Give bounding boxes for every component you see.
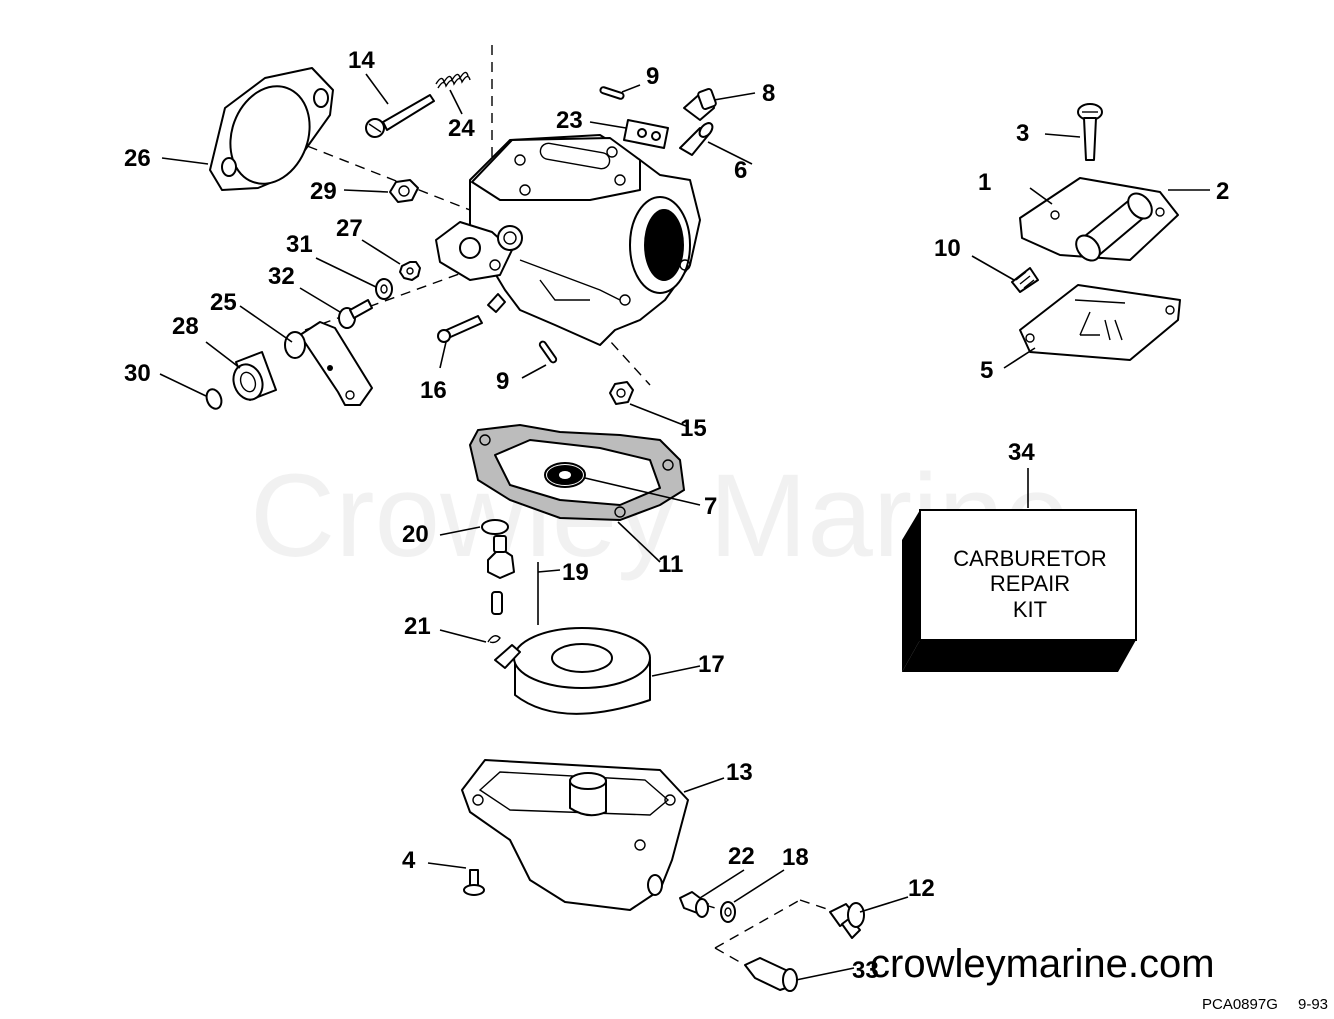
callout-16: 16 [420, 377, 447, 404]
bowl-screw-part [463, 869, 485, 896]
washer-part [375, 278, 393, 300]
callout-13: 13 [726, 759, 753, 786]
callout-29: 29 [310, 178, 337, 205]
callout-2: 2 [1216, 178, 1229, 205]
spring-part [435, 71, 471, 89]
pin-lower-part [538, 340, 558, 364]
callout-9-top: 9 [646, 63, 659, 90]
body-screw-part [437, 315, 483, 343]
seat-gasket-part [481, 519, 509, 535]
kit-label-line-1: CARBURETOR [953, 546, 1107, 571]
website-text: crowleymarine.com [870, 942, 1215, 986]
callout-26: 26 [124, 145, 151, 172]
float-part [494, 627, 651, 715]
pump-spring-part [1011, 267, 1039, 293]
callout-7: 7 [704, 493, 717, 520]
repair-kit-box: CARBURETOR REPAIR KIT [902, 509, 1137, 672]
hose-fitting-part [744, 957, 798, 992]
callout-4: 4 [402, 847, 416, 874]
pump-diaphragm-part [1019, 284, 1181, 361]
callout-32: 32 [268, 263, 295, 290]
callout-1: 1 [978, 169, 991, 196]
callout-leaders [159, 73, 1210, 981]
callout-11: 11 [658, 551, 683, 578]
callout-19: 19 [562, 559, 589, 586]
callout-25: 25 [210, 289, 237, 316]
callout-6: 6 [734, 157, 747, 184]
lever-screw-part [338, 299, 373, 329]
callout-18: 18 [782, 844, 809, 871]
carburetor-body-part [435, 134, 701, 346]
bushing-part [232, 351, 277, 401]
retaining-ring-part [205, 388, 223, 410]
callout-numbers: 1 2 3 4 5 6 7 8 9 9 10 11 12 13 14 15 16… [124, 47, 1229, 984]
fuel-pump-cover-part [1019, 177, 1179, 262]
callout-5: 5 [980, 357, 993, 384]
needle-seat-washer-part [544, 462, 586, 488]
callout-10: 10 [934, 235, 961, 262]
callout-24: 24 [448, 115, 475, 142]
plug-washer-part [720, 901, 736, 923]
kit-label-line-3: KIT [1013, 597, 1047, 622]
lockwasher-part [399, 261, 421, 281]
callout-33: 33 [852, 957, 879, 984]
jet-screw-part [679, 122, 714, 156]
callout-22: 22 [728, 843, 755, 870]
callout-27: 27 [336, 215, 363, 242]
fitting-part [683, 87, 717, 121]
callout-21: 21 [404, 613, 431, 640]
needle-and-seat-part [487, 535, 539, 625]
callout-28: 28 [172, 313, 199, 340]
nut-lower-part [609, 381, 634, 405]
callout-14: 14 [348, 47, 375, 74]
nut-part [389, 179, 419, 203]
kit-label-line-2: REPAIR [990, 571, 1070, 596]
figure-date: 9-93 [1298, 996, 1328, 1013]
callout-8: 8 [762, 80, 775, 107]
callout-30: 30 [124, 360, 151, 387]
callout-15: 15 [680, 415, 707, 442]
callout-3: 3 [1016, 120, 1029, 147]
throttle-lever-part [284, 321, 373, 406]
float-bowl-part [461, 759, 689, 911]
callout-12: 12 [908, 875, 935, 902]
clip-part [487, 635, 501, 644]
figure-code: PCA0897G [1202, 996, 1278, 1013]
callout-9-lower: 9 [496, 368, 509, 395]
callout-34: 34 [1008, 439, 1035, 466]
callout-31: 31 [286, 231, 313, 258]
callout-20: 20 [402, 521, 429, 548]
idle-screw-part [365, 94, 435, 138]
plug-part [679, 891, 709, 918]
pin-part [599, 86, 625, 100]
callout-17: 17 [698, 651, 725, 678]
drain-screw-part [829, 902, 865, 939]
mounting-gasket-part [209, 67, 334, 191]
cover-screw-part [1077, 103, 1103, 161]
plate-part [623, 119, 669, 149]
callout-23: 23 [556, 107, 583, 134]
